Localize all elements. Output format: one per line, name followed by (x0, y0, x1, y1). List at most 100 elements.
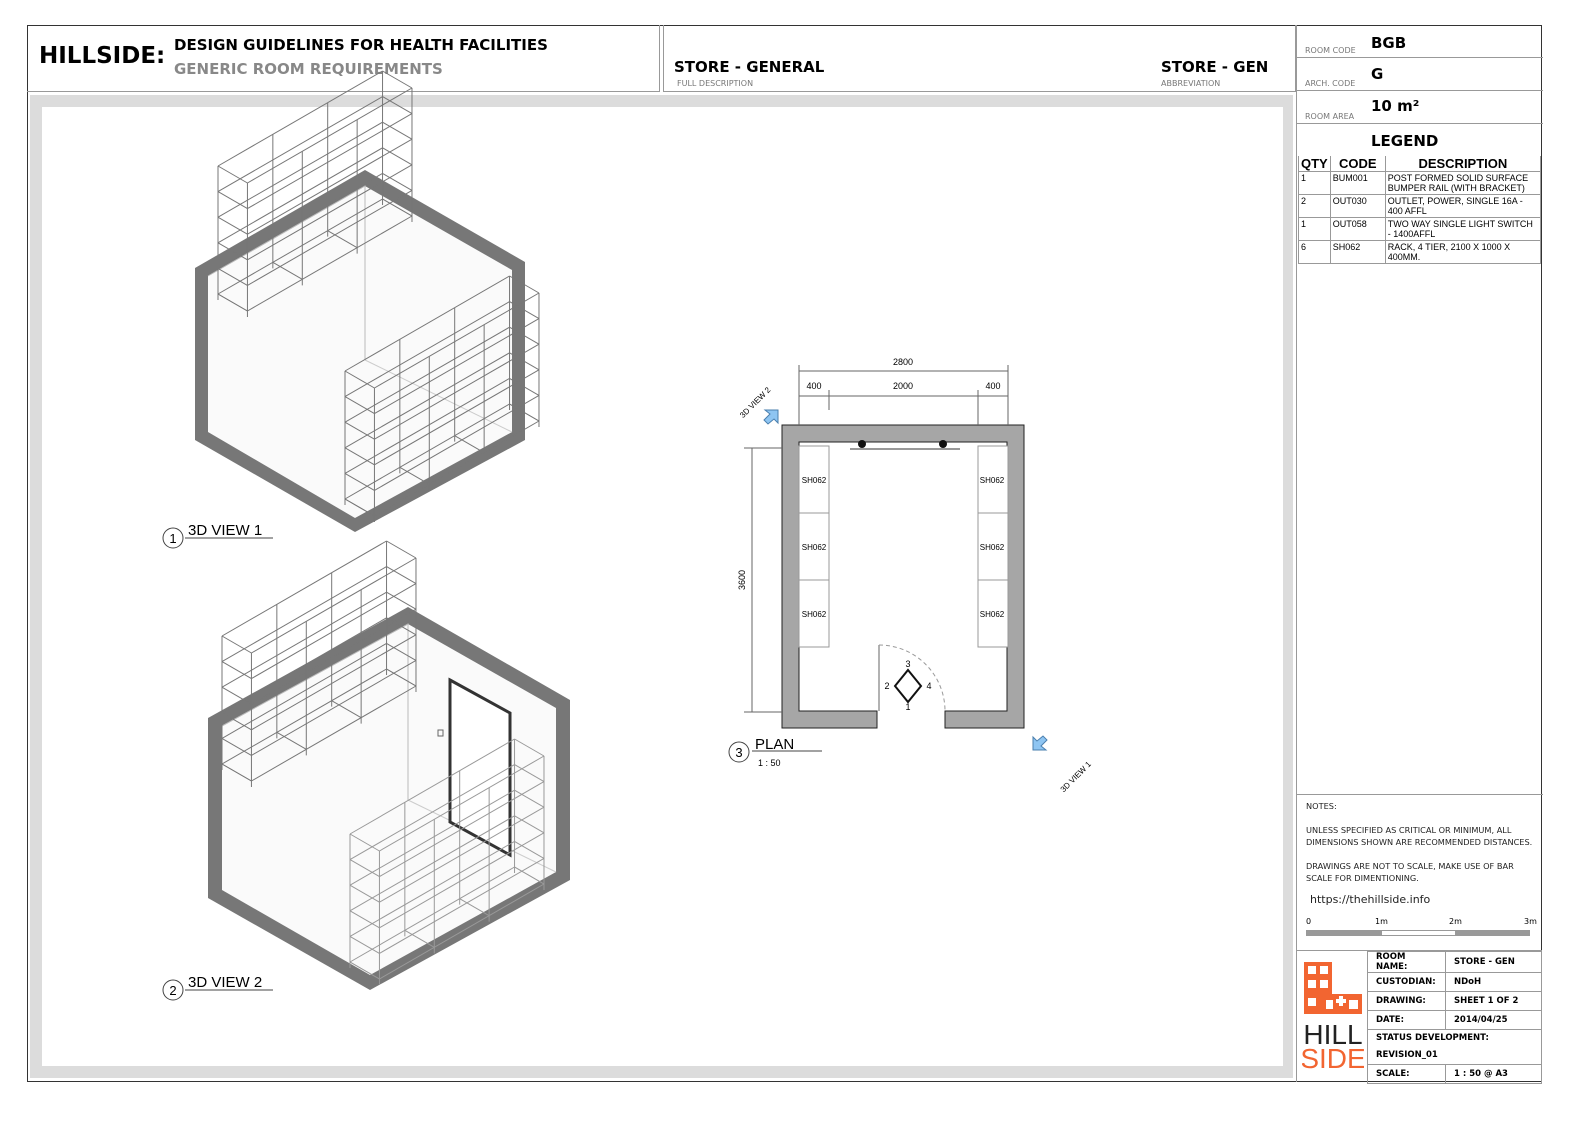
rack-line (459, 898, 490, 917)
view-number: 2 (169, 983, 176, 998)
racks-group (217, 70, 540, 522)
rack-line (382, 70, 413, 89)
rack-line (349, 935, 380, 954)
room-area-label: ROOM AREA (1305, 112, 1355, 121)
camera-label: 3D VIEW 2 (738, 385, 773, 420)
rack-line (276, 731, 307, 750)
rack-line (221, 591, 387, 688)
drawing-label: DRAWING: (1367, 991, 1446, 1011)
rack-line (217, 147, 383, 244)
rack-line (382, 147, 413, 166)
room-code-label: ROOM CODE (1305, 46, 1356, 55)
custodian-label: CUSTODIAN: (1367, 972, 1446, 992)
plan-view: SH062 SH062 SH062 SH062 SH062 SH062 2800… (728, 357, 1094, 794)
rack-line (251, 685, 417, 782)
rack-line (247, 138, 413, 235)
rack-line (374, 420, 540, 517)
rack-line (379, 755, 545, 852)
rack-line (344, 301, 510, 398)
dimension-left: 400 (806, 381, 821, 391)
view-number-circle (162, 979, 184, 1001)
qty-cell: 1 (1298, 217, 1331, 241)
rack-line (221, 763, 252, 782)
rack-line (509, 403, 540, 422)
logo-text: HILL (1303, 1019, 1362, 1050)
rack-line (344, 326, 510, 423)
rack-line (344, 377, 510, 474)
rack-line (247, 113, 413, 210)
drawing: SHEET 1 OF 2 (1445, 991, 1542, 1011)
rack-line (509, 326, 540, 345)
full-description: STORE - GENERAL (674, 58, 825, 76)
view-number: 3 (735, 745, 742, 760)
room-name-label: ROOM NAME: (1367, 951, 1446, 973)
note-text: DRAWINGS ARE NOT TO SCALE, MAKE USE OF B… (1306, 861, 1514, 883)
room-area: 10 m² (1371, 97, 1420, 115)
rack-line (374, 369, 540, 466)
wall-edge (207, 185, 366, 360)
rack-line (509, 301, 540, 320)
website-link[interactable]: https://thehillside.info (1310, 893, 1431, 906)
rack-line (386, 617, 417, 636)
rack-line (509, 377, 540, 396)
view-number: 1 (169, 531, 176, 546)
rack-line (217, 96, 383, 193)
rack-line (221, 617, 387, 714)
rack-label: SH062 (980, 543, 1005, 552)
dimensions (744, 365, 1009, 713)
rack-line (344, 403, 510, 500)
abbreviation: STORE - GEN (1161, 58, 1269, 76)
elevation-number: 2 (884, 681, 889, 691)
rack-line (251, 659, 417, 756)
camera-arrow-icon (1032, 735, 1048, 751)
rack-line (374, 394, 540, 491)
legend-title: LEGEND (1371, 132, 1439, 150)
rack-line (344, 352, 510, 449)
scale-label: SCALE: (1367, 1064, 1446, 1084)
rack-line (251, 557, 417, 654)
wall-edge (221, 623, 409, 800)
notes-block: NOTES: UNLESS SPECIFIED AS CRITICAL OR M… (1306, 800, 1538, 906)
column-header: QTY (1298, 156, 1331, 172)
rack-line (514, 815, 545, 834)
rack-line (349, 866, 515, 963)
rack-line (509, 275, 540, 294)
plan-walls (781, 424, 1025, 729)
rack-line (217, 191, 248, 210)
rack-line (514, 738, 545, 757)
scale-tick: 0 (1306, 917, 1312, 926)
rack-line (217, 242, 248, 261)
column-header: DESCRIPTION (1384, 156, 1542, 172)
rack-line (217, 121, 383, 218)
rack-line (399, 466, 430, 485)
divider (1297, 794, 1543, 795)
dimension-right: 400 (985, 381, 1000, 391)
room-code: BGB (1371, 34, 1407, 52)
rack-line (386, 566, 417, 585)
rack-line (349, 789, 515, 886)
hillside-logo: HILL SIDE (1302, 962, 1364, 1070)
code-cell: BUM001 (1329, 171, 1386, 195)
rack-line (344, 275, 510, 372)
rack-line (514, 764, 545, 783)
camera-arrow-icon (763, 409, 779, 425)
rack-line (331, 700, 362, 719)
rack-label: SH062 (802, 543, 827, 552)
description-cell: TWO WAY SINGLE LIGHT SWITCH - 1400AFFL (1384, 217, 1542, 241)
camera-label: 3D VIEW 1 (1059, 759, 1094, 794)
qty-cell: 2 (1298, 194, 1331, 218)
sheet-frame (27, 25, 1542, 1082)
rack-line (344, 396, 375, 415)
room-name: STORE - GEN (1445, 951, 1542, 973)
rack-line (509, 352, 540, 371)
room-area-row: ROOM AREA 10 m² (1297, 91, 1543, 124)
header-description-block: STORE - GENERAL FULL DESCRIPTION STORE -… (663, 25, 1296, 92)
arch-code-label: ARCH. CODE (1305, 79, 1356, 88)
status-label: STATUS DEVELOPMENT: (1376, 1033, 1489, 1043)
arch-code: G (1371, 65, 1384, 83)
rack-line (344, 498, 375, 517)
rack-line (349, 910, 380, 929)
